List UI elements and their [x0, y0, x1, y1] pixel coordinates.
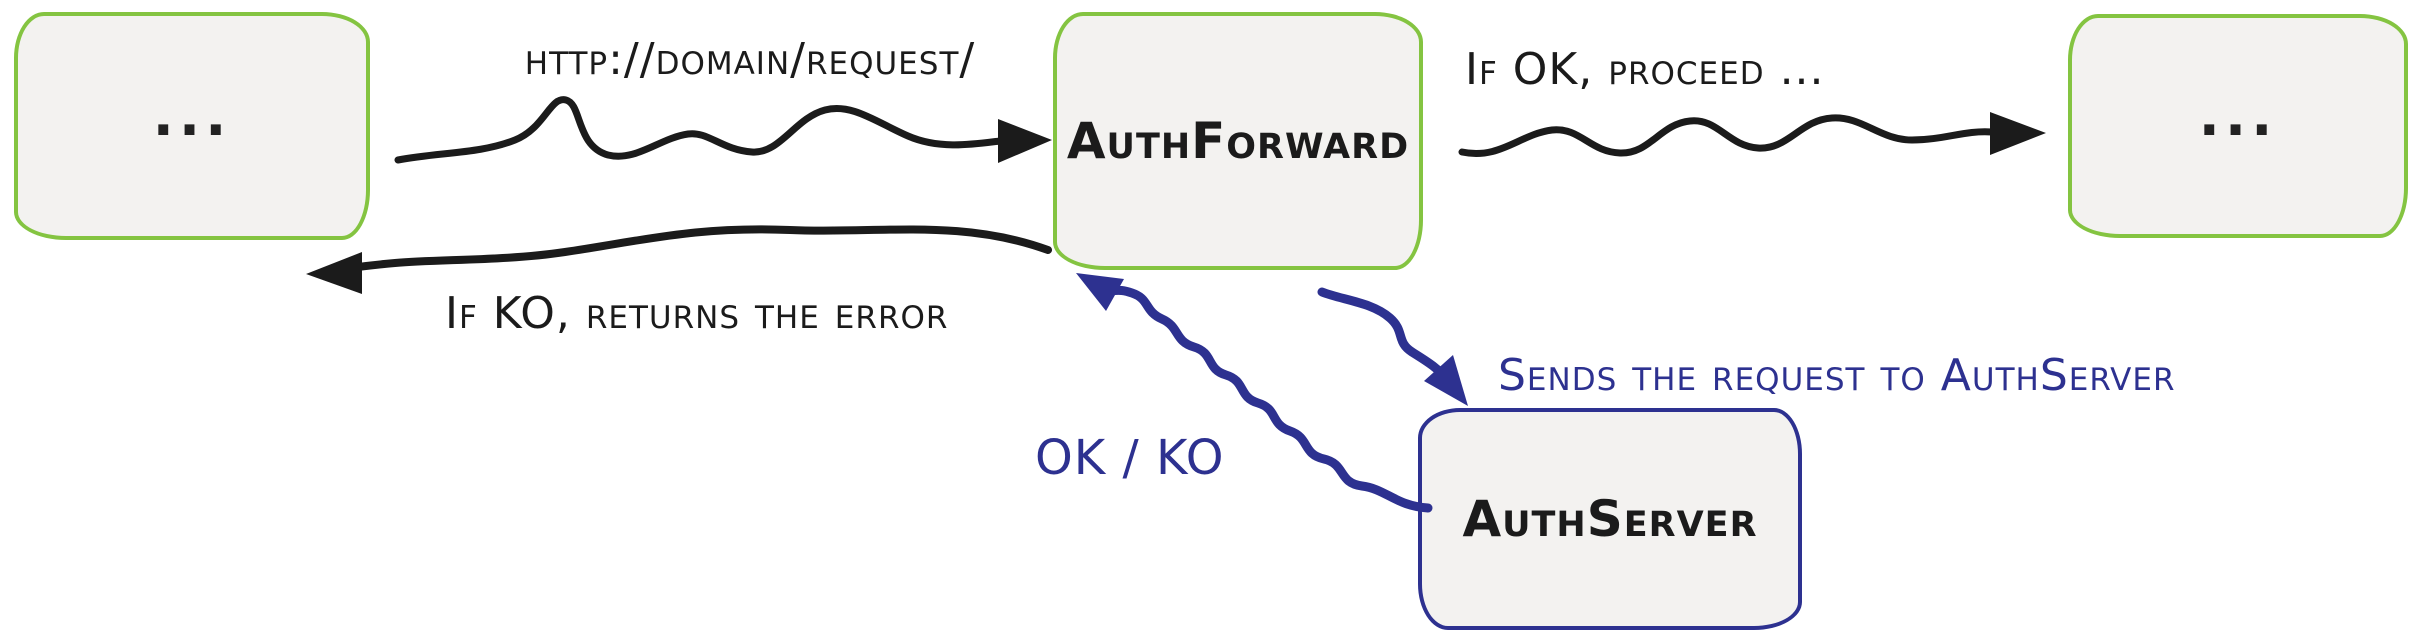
send-arrowhead-icon [1424, 355, 1468, 406]
ok-proceed-arrow-line [1458, 114, 1996, 157]
ko-return-arrow-line [346, 225, 1052, 272]
node-client-left: ... [14, 12, 370, 240]
ok-ko-label: OK / KO [1035, 430, 1225, 486]
node-auth-forward: AuthForward [1053, 12, 1423, 270]
client-left-label: ... [152, 84, 232, 149]
request-arrowhead-icon [998, 119, 1052, 163]
send-to-authserver-label: Sends the request to AuthServer [1498, 350, 2176, 401]
send-arrow-line [1317, 287, 1453, 386]
ok-proceed-label: If OK, proceed ... [1465, 44, 1825, 95]
node-client-right: ... [2068, 14, 2408, 238]
request-arrow-line [394, 96, 1004, 164]
ok-ko-arrowhead-icon [1076, 273, 1124, 311]
auth-server-label: AuthServer [1462, 490, 1758, 548]
client-right-label: ... [2198, 84, 2278, 149]
node-auth-server: AuthServer [1418, 408, 1802, 630]
ok-proceed-arrowhead-icon [1990, 112, 2046, 155]
ko-return-arrowhead-icon [306, 252, 362, 294]
auth-forward-label: AuthForward [1066, 112, 1410, 170]
ko-return-label: If KO, returns the error [445, 288, 949, 339]
request-url-label: http://domain/request/ [524, 34, 976, 85]
